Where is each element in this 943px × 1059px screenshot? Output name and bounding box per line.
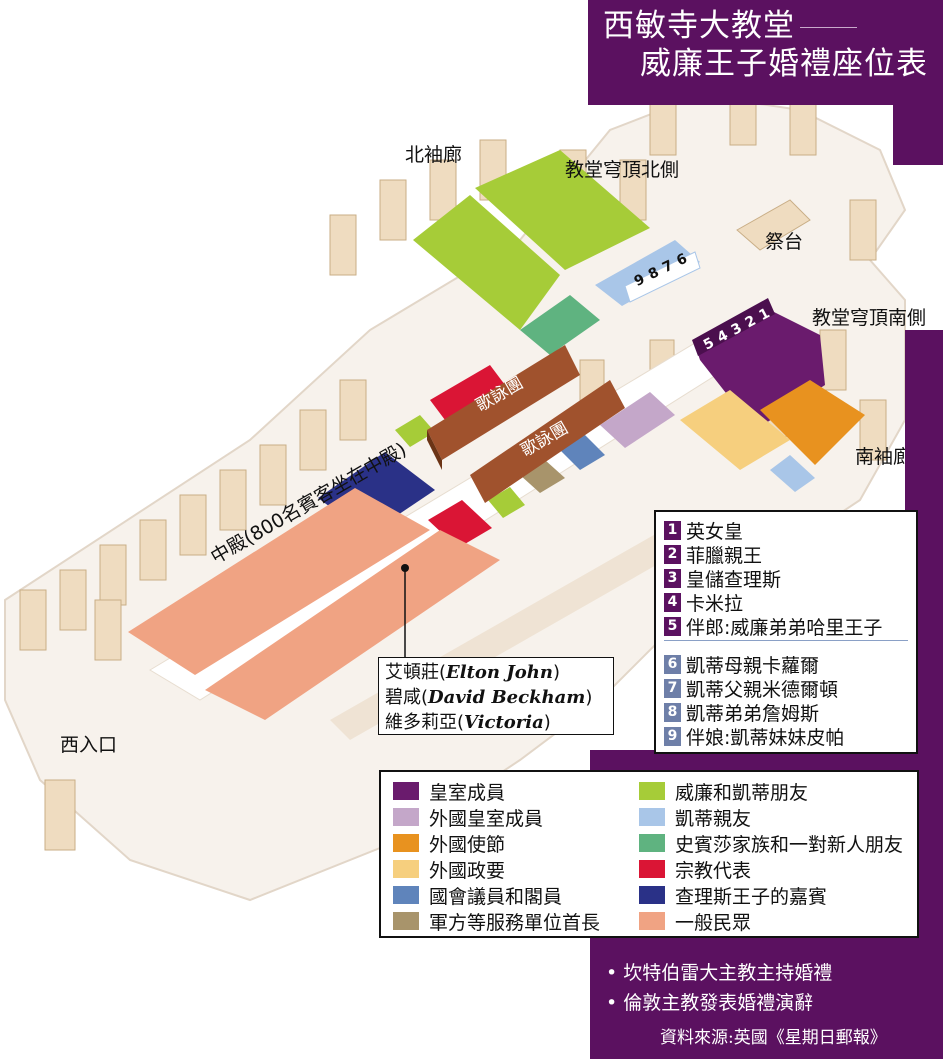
legend-swatch <box>393 886 419 904</box>
key-separator <box>664 640 908 641</box>
choir-stall-1 <box>427 345 580 470</box>
legend-swatch <box>393 808 419 826</box>
legend-item: 史賓莎家族和一對新人朋友 <box>639 832 903 856</box>
color-legend: 皇室成員 外國皇室成員 外國使節 外國政要 國會議員和閣員 軍方等服務單位首長 … <box>379 770 919 938</box>
legend-item: 皇室成員 <box>393 780 505 804</box>
legend-swatch <box>639 886 665 904</box>
callout-dot <box>401 564 409 572</box>
celebrity-callout: 艾頓莊(Elton John) 碧咸(David Beckham) 維多莉亞(V… <box>378 657 614 735</box>
legend-item: 宗教代表 <box>639 858 751 882</box>
north-lantern-green-right <box>475 150 650 270</box>
legend-swatch <box>393 912 419 930</box>
legend-swatch <box>393 782 419 800</box>
note-line-1: • 坎特伯雷大主教主持婚禮 <box>606 962 833 984</box>
legend-item: 外國政要 <box>393 858 505 882</box>
religious-seats-south <box>428 500 492 548</box>
legend-item: 一般民眾 <box>639 910 751 934</box>
nave-seats-south <box>205 530 500 720</box>
legend-swatch <box>393 834 419 852</box>
legend-swatch <box>639 912 665 930</box>
page-title-line2: 威廉王子婚禮座位表 <box>640 46 928 82</box>
seat-number-badges-south <box>692 298 775 356</box>
legend-item: 凱蒂親友 <box>639 806 751 830</box>
title-rule <box>800 27 857 28</box>
legend-item: 外國皇室成員 <box>393 806 543 830</box>
callout-row: 艾頓莊(Elton John) <box>385 662 560 683</box>
nave-seats-north <box>128 488 430 675</box>
legend-item: 國會議員和閣員 <box>393 884 562 908</box>
callout-row: 碧咸(David Beckham) <box>385 687 593 708</box>
label-north-lantern: 教堂穹頂北側 <box>565 159 680 181</box>
note-line-2: • 倫敦主教發表婚禮演辭 <box>606 992 814 1014</box>
foreign-envoys-seats <box>760 380 865 465</box>
seat-number-badges-north <box>624 251 701 303</box>
title-panel <box>588 0 943 105</box>
altar-shape <box>736 199 811 251</box>
friends-seats-small <box>395 415 435 447</box>
label-south-transept: 南袖廊 <box>855 446 913 468</box>
north-family-seats <box>595 240 700 306</box>
legend-swatch <box>393 860 419 878</box>
side-strip <box>893 105 943 165</box>
north-mint-seats <box>520 295 600 355</box>
label-south-lantern: 教堂穹頂南側 <box>812 307 927 329</box>
source-credit: 資料來源:英國《星期日郵報》 <box>660 1028 887 1048</box>
callout-row: 維多莉亞(Victoria) <box>385 712 551 733</box>
bullet-icon: • <box>606 962 624 984</box>
page-title-line1: 西敏寺大教堂 <box>603 8 795 44</box>
legend-swatch <box>639 860 665 878</box>
legend-item: 外國使節 <box>393 832 505 856</box>
label-west-entrance: 西入口 <box>60 734 118 756</box>
label-north-transept: 北袖廊 <box>405 144 463 166</box>
south-family-seats <box>770 455 815 492</box>
legend-item: 查理斯王子的嘉賓 <box>639 884 827 908</box>
bullet-icon: • <box>606 992 624 1014</box>
north-lantern-green-left <box>413 195 560 330</box>
legend-swatch <box>639 808 665 826</box>
foreign-royals-seats <box>600 392 675 448</box>
legend-swatch <box>639 782 665 800</box>
friends-seats-small-2 <box>488 487 525 518</box>
label-altar: 祭台 <box>765 231 804 253</box>
choir-stall-2 <box>470 380 625 503</box>
foreign-politicians-seats <box>680 390 790 470</box>
legend-item: 軍方等服務單位首長 <box>393 910 600 934</box>
religious-seats-north <box>430 365 505 420</box>
legend-item: 威廉和凱蒂朋友 <box>639 780 808 804</box>
legend-swatch <box>639 834 665 852</box>
